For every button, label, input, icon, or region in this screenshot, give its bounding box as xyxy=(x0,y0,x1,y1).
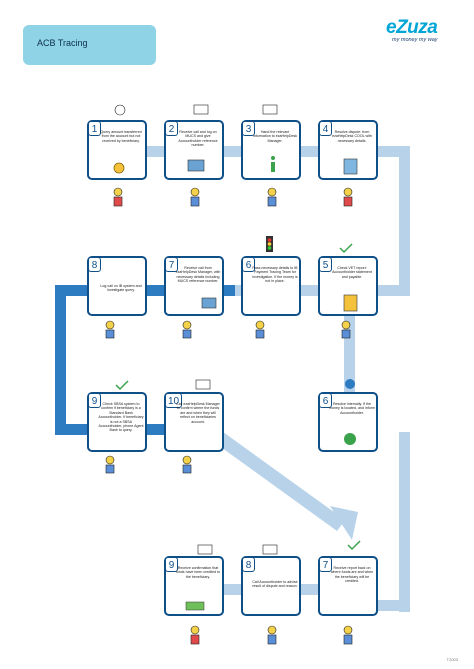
step-card-2: 2 Receive call and log on MUCS and give … xyxy=(164,120,224,180)
step-text: Receive call from ezaHelpDesk Manager, w… xyxy=(175,266,221,284)
logo-tagline: my money my way xyxy=(392,37,438,43)
step-card-5: 5 Check VET report: Accountholder statem… xyxy=(318,256,378,316)
step-card-3: 3 Hand the relevant information to ezaHe… xyxy=(241,120,301,180)
ezuza-logo: eZuza my money my way xyxy=(386,18,456,52)
step-number: 8 xyxy=(88,257,101,272)
coin-icon xyxy=(113,162,125,174)
step-text: Pass necessary details to IB Payment Tra… xyxy=(252,266,298,284)
logo-word: eZuza xyxy=(386,17,438,38)
step-text: Log call on IB system and investigate qu… xyxy=(100,284,142,293)
step-number: 8 xyxy=(242,557,255,572)
step-card-8: 8 Log call on IB system and investigate … xyxy=(87,256,147,316)
step-number: 9 xyxy=(165,557,178,572)
computer-icon xyxy=(201,297,217,309)
step-text: Check SBSA system to confirm if benefici… xyxy=(98,402,144,433)
step-card-10: 10 Call ezaHelpDesk Manager to confirm w… xyxy=(164,392,224,452)
step-card-1: 1 Query amount transferred from the acco… xyxy=(87,120,147,180)
step-number: 1 xyxy=(88,121,101,136)
step-card-4: 4 Resolve dispute: from ezaHelpDesk COOL… xyxy=(318,120,378,180)
step-text: Hand the relevant information to ezaHelp… xyxy=(252,130,298,143)
person-icon xyxy=(105,187,353,645)
step-text: Call Accountholder to advise result of d… xyxy=(252,580,298,589)
step-card-6: 6 Pass necessary details to IB Payment T… xyxy=(241,256,301,316)
envelope-icon xyxy=(193,104,278,555)
step-number: 9 xyxy=(88,393,101,408)
speech-bubble-icon xyxy=(114,104,126,116)
step-number: 10 xyxy=(165,393,182,408)
computer-icon xyxy=(187,159,205,172)
step-text: Receive call and log on MUCS and give Ac… xyxy=(178,130,218,148)
statement-icon xyxy=(343,294,358,312)
step-text: Resolve dispute: from ezaHelpDesk COOL w… xyxy=(332,130,372,143)
traffic-light-icon xyxy=(266,236,273,252)
document-icon xyxy=(343,158,358,175)
step-text: Call ezaHelpDesk Manager to confirm wher… xyxy=(176,402,220,424)
step-text: Check VET report: Accountholder statemen… xyxy=(332,266,372,279)
gear-icon xyxy=(345,379,355,389)
step-number: 7 xyxy=(319,557,332,572)
step-number: 7 xyxy=(165,257,178,272)
step-text: Receive report back on where funds are a… xyxy=(330,566,374,584)
step-card-9: 9 Check SBSA system to confirm if benefi… xyxy=(87,392,147,452)
step-text: Resolve internally. If the money is loca… xyxy=(329,402,375,415)
footer-code: T2003 xyxy=(446,657,458,662)
step-card-9b: 9 Receive confirmation that funds have b… xyxy=(164,556,224,616)
step-number: 3 xyxy=(242,121,255,136)
step-number: 5 xyxy=(319,257,332,272)
step-number: 6 xyxy=(242,257,255,272)
step-card-6b: 6 Resolve internally. If the money is lo… xyxy=(318,392,378,452)
checkmark-icon xyxy=(115,243,361,551)
money-bag-icon xyxy=(344,433,356,445)
step-card-7b: 7 Receive report back on where funds are… xyxy=(318,556,378,616)
step-card-7: 7 Receive call from ezaHelpDesk Manager,… xyxy=(164,256,224,316)
step-number: 6 xyxy=(319,393,332,408)
cash-icon xyxy=(185,601,205,611)
step-text: Receive confirmation that funds have bee… xyxy=(175,566,221,579)
step-number: 2 xyxy=(165,121,178,136)
page-title: ACB Tracing xyxy=(37,38,88,48)
step-card-8b: 8 Call Accountholder to advise result of… xyxy=(241,556,301,616)
info-icon xyxy=(271,156,275,172)
title-panel: ACB Tracing xyxy=(23,25,156,65)
step-number: 4 xyxy=(319,121,332,136)
step-text: Query amount transferred from the accoun… xyxy=(100,130,142,143)
